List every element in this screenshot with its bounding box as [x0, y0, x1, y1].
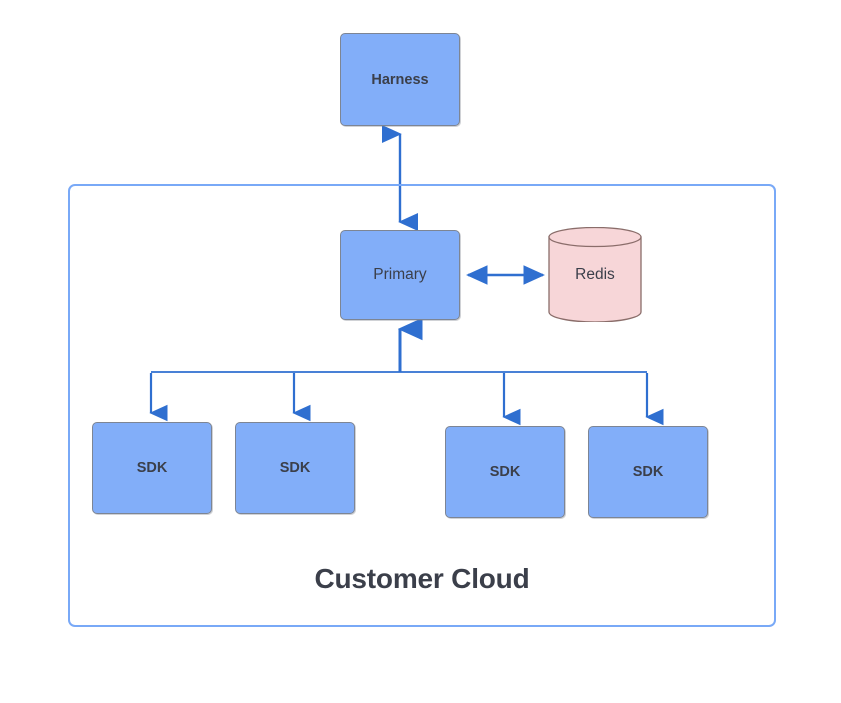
- node-sdk-1[interactable]: SDK: [92, 422, 212, 514]
- node-sdk-4-label: SDK: [632, 464, 664, 480]
- node-primary-label: Primary: [373, 266, 427, 283]
- node-redis-label: Redis: [575, 266, 615, 283]
- node-primary[interactable]: Primary: [340, 230, 460, 320]
- node-sdk-2[interactable]: SDK: [235, 422, 355, 514]
- node-harness-label: Harness: [371, 71, 429, 88]
- node-sdk-2-label: SDK: [279, 460, 311, 476]
- customer-cloud-label: Customer Cloud: [314, 563, 530, 594]
- node-sdk-1-label: SDK: [136, 460, 168, 476]
- node-sdk-3-label: SDK: [489, 464, 521, 480]
- node-harness[interactable]: Harness: [340, 33, 460, 126]
- node-sdk-3[interactable]: SDK: [445, 426, 565, 518]
- customer-cloud-container[interactable]: [68, 184, 776, 627]
- node-sdk-4[interactable]: SDK: [588, 426, 708, 518]
- cylinder-shape: [548, 226, 642, 323]
- node-redis[interactable]: Redis: [548, 226, 642, 323]
